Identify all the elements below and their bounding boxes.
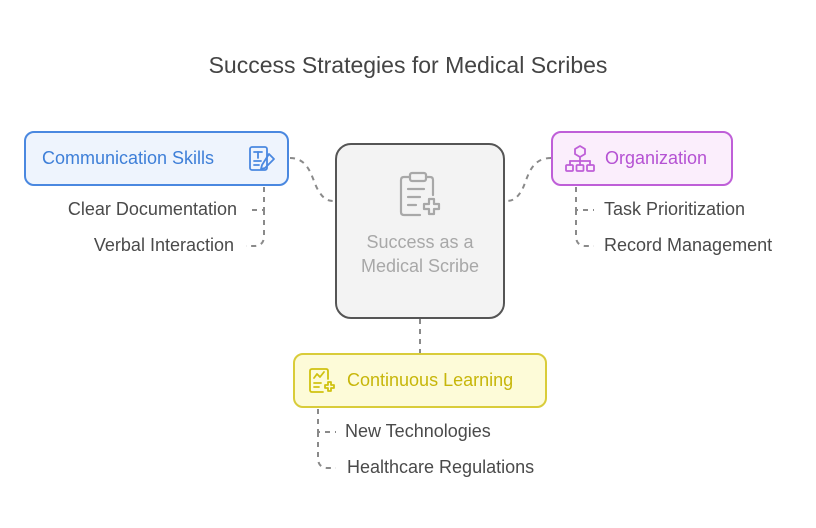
connector-verbal-interaction: [246, 210, 265, 247]
center-label: Success as a Medical Scribe: [360, 232, 480, 276]
connector-new-technologies: [317, 409, 336, 433]
document-edit-icon: [247, 144, 277, 174]
connector-communication-center: [289, 157, 336, 202]
chart-document-icon: [307, 366, 337, 396]
communication-skills-node: Communication Skills: [24, 131, 289, 186]
organization-label: Organization: [605, 148, 708, 168]
connector-healthcare-regulations: [317, 432, 336, 469]
healthcare-regulations-item: Healthcare Regulations: [347, 457, 535, 477]
clipboard-plus-icon: [396, 171, 444, 224]
record-management-item: Record Management: [604, 235, 773, 255]
hierarchy-icon: [565, 144, 595, 174]
center-node: Success as a Medical Scribe: [335, 143, 505, 319]
verbal-interaction-item: Verbal Interaction: [93, 235, 234, 255]
connector-organization-center: [504, 157, 552, 202]
connector-task-prioritization: [575, 187, 594, 211]
new-technologies-item: New Technologies: [345, 421, 491, 441]
continuous-learning-node: Continuous Learning: [293, 353, 547, 408]
communication-skills-label: Communication Skills: [42, 148, 215, 168]
task-prioritization-item: Task Prioritization: [604, 199, 746, 219]
connector-clear-documentation: [248, 187, 265, 211]
diagram-title: Success Strategies for Medical Scribes: [208, 52, 608, 78]
continuous-learning-label: Continuous Learning: [347, 370, 514, 390]
connector-record-management: [575, 210, 594, 247]
organization-node: Organization: [551, 131, 733, 186]
clear-documentation-item: Clear Documentation: [67, 199, 237, 219]
